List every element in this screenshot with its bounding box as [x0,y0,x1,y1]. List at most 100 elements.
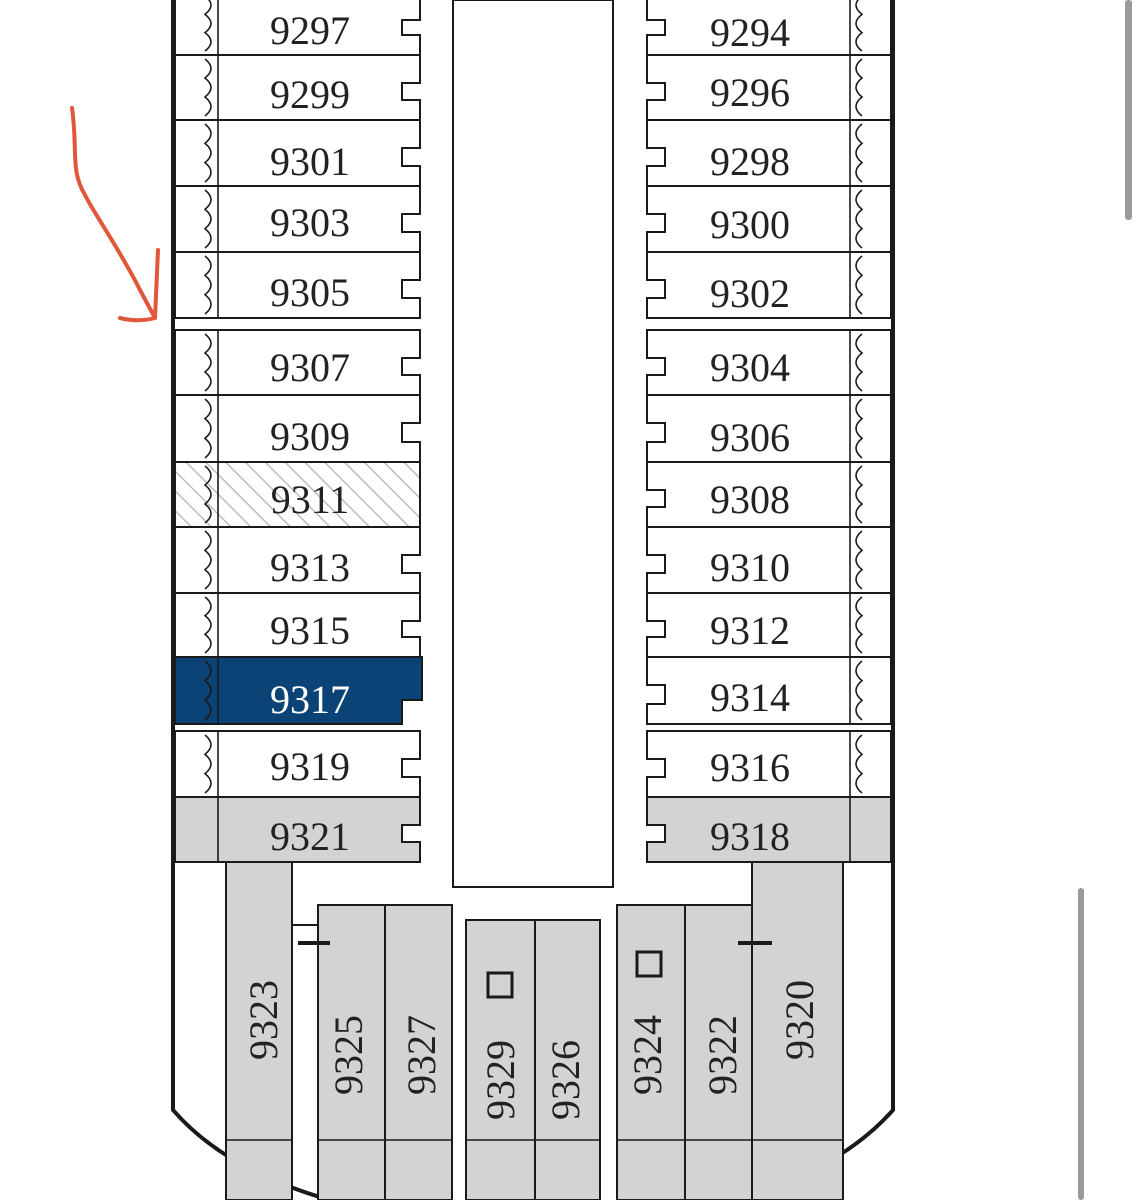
cabin-9312[interactable]: 9312 [646,592,892,658]
cabin-9327[interactable]: 9327 [384,904,453,1200]
cabin-9326[interactable]: 9326 [534,919,601,1200]
scrollbar-top[interactable] [1125,0,1132,220]
cabin-9318[interactable]: 9318 [646,796,892,863]
scrollbar-bottom[interactable] [1078,888,1084,1200]
balcony-rail [203,123,212,183]
cabin-number: 9301 [270,139,350,184]
balcony-rail [203,333,212,392]
cabin-number: 9313 [270,545,350,590]
cabin-number: 9304 [710,345,790,390]
cabin-number: 9311 [271,477,350,522]
cabin-9299[interactable]: 9299 [174,54,421,121]
balcony-rail [855,58,864,117]
cabin-number: 9302 [710,271,790,316]
balcony-rail [855,255,864,315]
central-atrium [452,0,614,888]
cabin-shape[interactable] [534,919,601,1200]
cabin-shape[interactable] [225,861,293,1200]
cabin-shape[interactable] [174,656,423,725]
cabin-shape[interactable] [384,904,453,1200]
cabin-9314[interactable]: 9314 [646,656,892,725]
balcony-rail [203,660,212,721]
cabin-9303[interactable]: 9303 [174,185,421,253]
cabin-9321[interactable]: 9321 [174,796,421,863]
cabin-number: 9308 [710,477,790,522]
cabin-number: 9317 [270,677,350,722]
balcony-rail [203,596,212,654]
cabin-number: 9305 [270,270,350,315]
cabin-number: 9309 [270,414,350,459]
cabin-number: 9319 [270,744,350,789]
cabin-number: 9299 [270,72,350,117]
starboard-cabins: 9294 9296 9298 9300 9302 9304 9306 9308 9310 9312… [646,0,892,863]
cabin-number: 9315 [270,608,350,653]
cabin-number: 9303 [270,200,350,245]
balcony-rail [855,465,864,524]
cabin-9305[interactable]: 9305 [174,251,421,319]
cabin-number: 9323 [241,980,286,1060]
cabin-number: 9327 [399,1015,444,1095]
balcony-rail [855,398,864,459]
cabin-shape[interactable] [646,656,892,725]
port-cabins: 9297 9299 9301 9303 9305 9307 9309 9311 9313 9315… [174,0,423,863]
cabin-number: 9306 [710,415,790,460]
cabin-number: 9310 [710,545,790,590]
balcony-rail [855,333,864,392]
cabin-9298[interactable]: 9298 [646,119,892,187]
cabin-number: 9329 [478,1040,523,1120]
balcony-rail [203,255,212,315]
cabin-9323[interactable]: 9323 [225,861,293,1200]
cabin-9302[interactable]: 9302 [646,251,892,319]
cabin-9296[interactable]: 9296 [646,54,892,121]
cabin-9316[interactable]: 9316 [646,730,892,798]
cabin-9319[interactable]: 9319 [174,730,421,798]
cabin-number: 9321 [270,814,350,859]
cabin-number: 9294 [710,10,790,55]
balcony-rail [203,465,212,524]
balcony-rail [203,0,212,52]
balcony-rail [855,734,864,794]
cabin-9309[interactable]: 9309 [174,394,421,463]
balcony-rail [855,189,864,249]
cabin-number: 9300 [710,202,790,247]
cabin-9300[interactable]: 9300 [646,185,892,253]
cabin-number: 9298 [710,139,790,184]
cabin-9311[interactable]: 9311 [174,461,421,528]
cabin-number: 9297 [270,8,350,53]
cabin-9329[interactable]: 9329 [465,919,536,1200]
cabin-9313[interactable]: 9313 [174,526,421,594]
cabin-9297[interactable]: 9297 [174,0,421,56]
cabin-9304[interactable]: 9304 [646,329,892,396]
annotation-arrow-icon [70,106,160,323]
cabin-9315[interactable]: 9315 [174,592,421,658]
cabin-number: 9324 [625,1015,670,1095]
cabin-9294[interactable]: 9294 [646,0,892,56]
cabin-9301[interactable]: 9301 [174,119,421,187]
balcony-rail [855,530,864,590]
cabin-9317[interactable]: 9317 [174,656,423,725]
cabin-9325[interactable]: 9325 [317,904,386,1200]
cabin-number: 9314 [710,675,790,720]
cabin-number: 9296 [710,70,790,115]
cabin-9310[interactable]: 9310 [646,526,892,594]
cabin-number: 9312 [710,608,790,653]
balcony-rail [203,530,212,590]
balcony-rail [855,660,864,721]
balcony-rail [203,734,212,794]
cabin-9320[interactable]: 9320 [751,861,844,1200]
cabin-9308[interactable]: 9308 [646,461,892,528]
cabin-9306[interactable]: 9306 [646,394,892,463]
balcony-rail [855,0,864,52]
cabin-9324[interactable]: 9324 [616,904,686,1200]
square-marker-icon [486,971,514,999]
cabin-number: 9326 [543,1040,588,1120]
balcony-rail [203,398,212,459]
cabin-shape[interactable] [646,251,892,319]
cabin-9322[interactable]: 9322 [684,904,753,1200]
cabin-9307[interactable]: 9307 [174,329,421,396]
cabin-number: 9318 [710,814,790,859]
cabin-shape[interactable] [174,251,421,319]
cabin-shape[interactable] [751,861,844,1200]
cabin-number: 9325 [326,1015,371,1095]
